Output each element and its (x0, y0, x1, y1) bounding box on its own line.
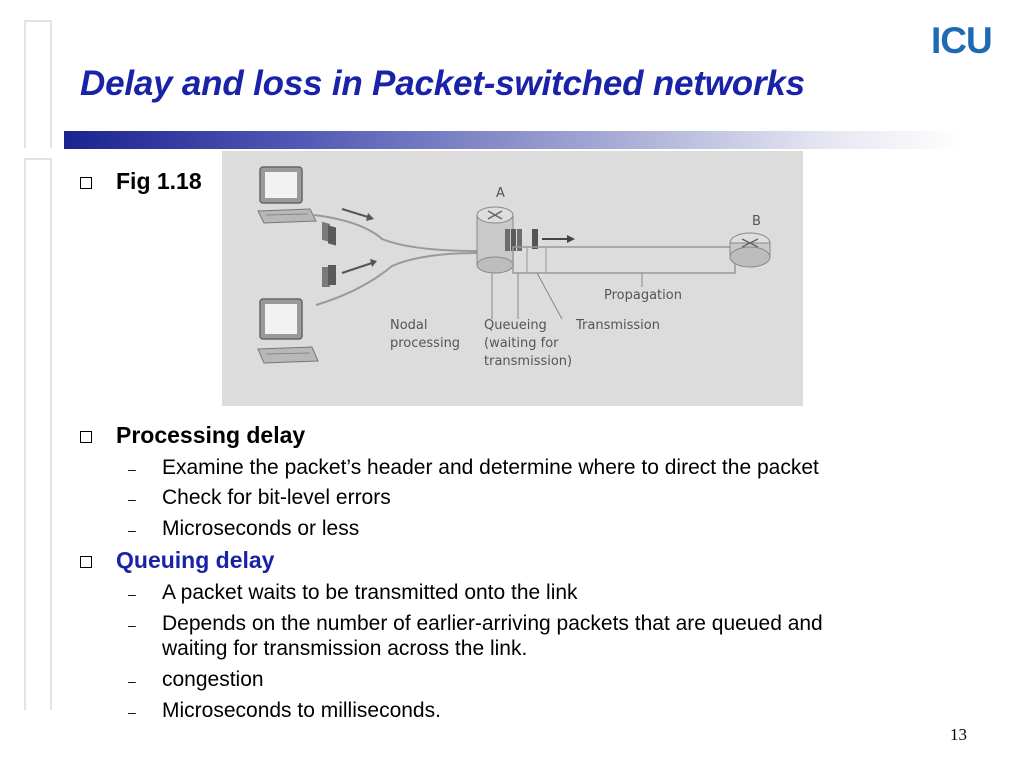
computer-bottom-icon (257, 298, 319, 364)
delay-figure: A B Propagation Nodal processing (222, 151, 803, 406)
node-b-label: B (752, 214, 761, 229)
label-queueing: Queueing (484, 318, 547, 333)
title-underline-bar (64, 131, 964, 149)
decorative-frame-main (24, 158, 52, 710)
router-a-icon (476, 206, 514, 274)
bullet-square-icon (80, 431, 92, 443)
queued-packets-icon (505, 229, 575, 251)
slide-title: Delay and loss in Packet-switched networ… (80, 64, 805, 103)
sub-bullet: – Depends on the number of earlier-arriv… (128, 612, 823, 635)
dash-icon: – (128, 522, 136, 538)
dash-icon: – (128, 461, 136, 477)
figure-caption: Fig 1.18 (116, 168, 202, 194)
router-b-icon (729, 232, 771, 268)
queuing-delay-heading: Queuing delay (116, 547, 275, 573)
processing-delay-heading: Processing delay (116, 422, 306, 448)
label-propagation: Propagation (604, 288, 682, 303)
packet-bottom-icon (322, 259, 377, 287)
bullet-square-icon (80, 177, 92, 189)
dash-icon: – (128, 491, 136, 507)
bullet-fig: Fig 1.18 (80, 168, 202, 195)
label-processing: processing (390, 336, 460, 351)
network-delay-diagram: A B Propagation Nodal processing (257, 166, 771, 369)
label-waiting-for: (waiting for (484, 336, 559, 351)
sub-bullet: – A packet waits to be transmitted onto … (128, 581, 578, 604)
sub-bullet: – Microseconds to milliseconds. (128, 699, 441, 722)
sub-bullet-continuation: waiting for transmission across the link… (162, 637, 528, 660)
sub-bullet: – Microseconds or less (128, 517, 360, 540)
bullet-square-icon (80, 556, 92, 568)
label-transmission-paren: transmission) (484, 354, 572, 369)
dash-icon: – (128, 704, 136, 720)
label-transmission: Transmission (575, 318, 660, 333)
page-number: 13 (950, 725, 967, 744)
bullet-queuing-delay: Queuing delay (80, 547, 274, 574)
node-a-label: A (496, 186, 505, 201)
label-nodal: Nodal (390, 318, 428, 333)
bullet-processing-delay: Processing delay (80, 422, 305, 449)
packet-top-icon (322, 208, 374, 246)
dash-icon: – (128, 673, 136, 689)
dash-icon: – (128, 617, 136, 633)
icu-logo: ICU (931, 20, 993, 61)
sub-bullet: – Examine the packet’s header and determ… (128, 456, 819, 479)
sub-bullet: – congestion (128, 668, 264, 691)
decorative-frame-top (24, 20, 52, 148)
computer-top-icon (257, 166, 317, 224)
dash-icon: – (128, 586, 136, 602)
sub-bullet: – Check for bit-level errors (128, 486, 391, 509)
